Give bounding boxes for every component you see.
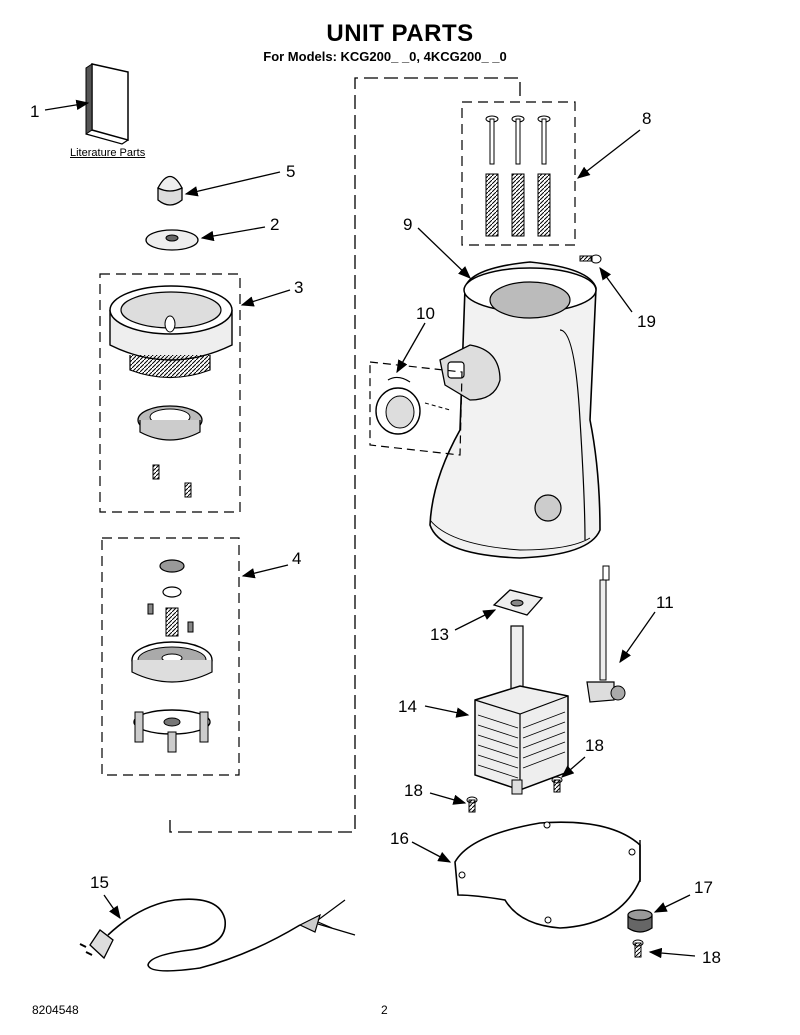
callout-9: 9 [403,215,412,234]
callout-2: 2 [270,215,279,234]
dashed-connector-line [169,77,521,833]
callout-8: 8 [642,109,651,128]
callout-4: 4 [292,549,301,568]
callout-13: 13 [430,625,449,644]
callout-1: 1 [30,102,39,121]
housing-part-9 [429,261,601,559]
screw-part-18-left [466,796,478,813]
callout-18-right: 18 [585,736,604,755]
power-cord-part-15 [79,898,356,972]
control-knob-part-10 [375,376,451,435]
callout-10: 10 [416,304,435,323]
cap-nut-part-5 [157,175,183,206]
part-8-group-box [461,101,576,246]
base-plate-part-16 [454,821,641,929]
screw-part-18-right [551,776,563,793]
document-number: 8204548 [32,1003,79,1017]
callout-5: 5 [286,162,295,181]
burr-assembly-part-4 [131,559,213,753]
part-4-group-box [101,537,240,776]
screw-part-19 [579,254,602,264]
callout-19: 19 [637,312,656,331]
callout-14: 14 [398,697,417,716]
callout-11: 11 [656,593,674,612]
screw-part-18-bottom [632,939,644,958]
page-number: 2 [381,1003,388,1017]
motor-part-14 [474,625,569,795]
callout-17: 17 [694,878,713,897]
foot-part-17 [627,909,653,933]
page-title: UNIT PARTS [326,20,474,47]
callout-3: 3 [294,278,303,297]
callout-18-bottom: 18 [702,948,721,967]
part-10-group-box [369,361,463,456]
part-3-group-box [99,273,241,513]
literature-parts-label: Literature Parts [70,147,146,159]
literature-book-part-1 [85,63,129,145]
bolts-springs-part-8 [485,115,551,237]
callout-16: 16 [390,829,409,848]
adjustment-ring-part-3 [109,285,233,498]
model-subtitle: For Models: KCG200_ _0, 4KCG200_ _0 [263,49,507,64]
switch-part-11 [586,565,626,703]
motor-mount-part-13 [492,589,544,616]
callout-15: 15 [90,873,109,892]
callout-18-left: 18 [404,781,423,800]
washer-part-2 [145,229,199,251]
